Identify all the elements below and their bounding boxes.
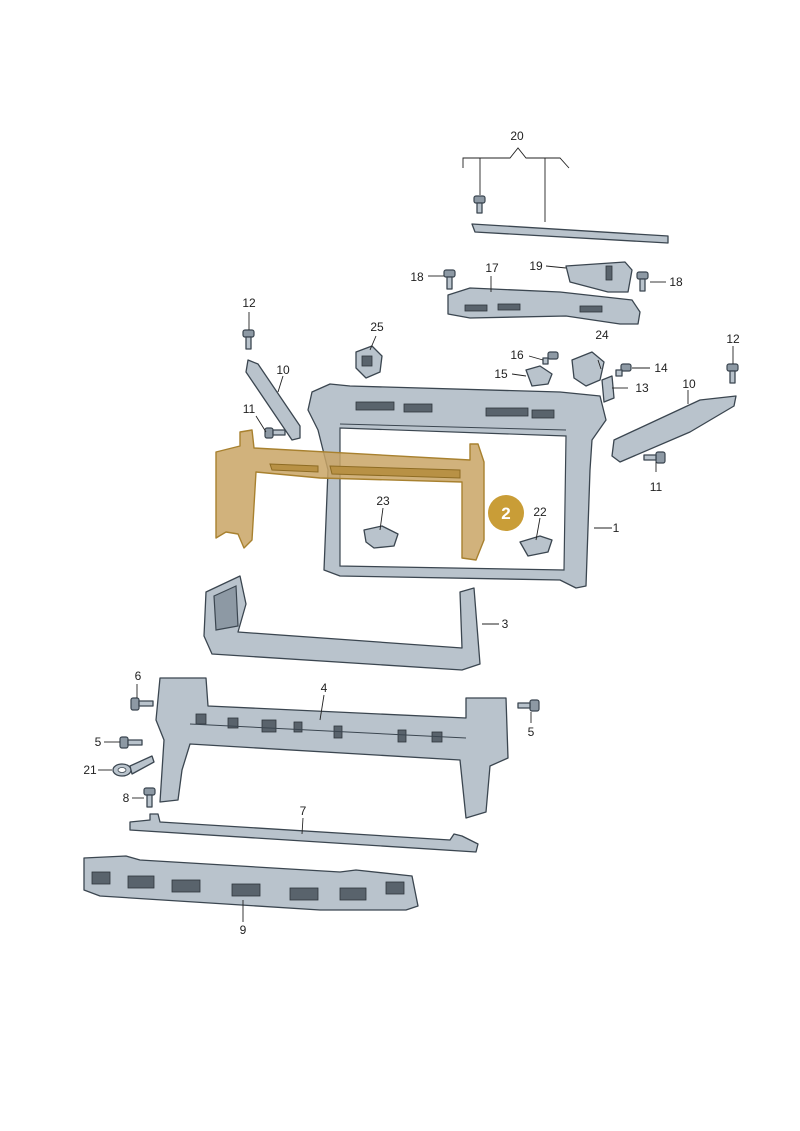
bolt-icon — [443, 269, 456, 290]
bolt-icon — [119, 736, 143, 749]
callout-25: 25 — [370, 320, 384, 334]
callout-9: 9 — [240, 923, 247, 937]
part-1-carrier-frame — [307, 383, 607, 589]
bolt-icon — [726, 363, 739, 384]
callout-14: 14 — [654, 361, 668, 375]
callout-23: 23 — [376, 494, 390, 508]
part-15-clip — [525, 365, 553, 387]
callout-10-left: 10 — [276, 363, 290, 377]
part-16-screw — [542, 351, 559, 365]
callout-1: 1 — [613, 521, 620, 535]
part-23-clip — [363, 525, 399, 549]
bolt-icon — [143, 787, 156, 808]
callout-3: 3 — [502, 617, 509, 631]
bolt-icon — [264, 427, 286, 439]
callout-21: 21 — [83, 763, 97, 777]
part-24-bracket — [571, 351, 605, 387]
bolt-icon — [242, 329, 255, 350]
callout-13: 13 — [635, 381, 649, 395]
bolt-icon — [130, 697, 154, 711]
callout-11-right: 11 — [650, 480, 663, 494]
part-7-strip — [129, 813, 479, 853]
part-25-clip — [355, 345, 383, 379]
part-17-upper-member — [447, 287, 641, 325]
callout-17: 17 — [485, 261, 499, 275]
part-20-strip — [462, 147, 669, 244]
bolt-icon — [643, 451, 666, 464]
callout-8: 8 — [123, 791, 130, 805]
callout-20: 20 — [510, 129, 524, 143]
callout-11-left: 11 — [243, 402, 256, 416]
callout-15: 15 — [494, 367, 508, 381]
callout-5-right: 5 — [528, 725, 535, 739]
callout-7: 7 — [300, 804, 307, 818]
callout-22: 22 — [533, 505, 547, 519]
part-21-tow-eye — [112, 755, 155, 777]
bolt-icon — [517, 699, 540, 712]
part-3-lower-frame — [203, 575, 481, 671]
callout-6: 6 — [135, 669, 142, 683]
badge-label: 2 — [501, 504, 510, 523]
part-19-bracket — [565, 261, 633, 293]
bolt-icon — [473, 195, 486, 214]
callout-18-left: 18 — [410, 270, 424, 284]
callout-10-right: 10 — [682, 377, 696, 391]
part-2-badge[interactable]: 2 — [488, 495, 524, 531]
part-4-bumper-beam — [155, 677, 509, 819]
part-2-highlighted-carrier — [215, 429, 485, 561]
callout-16: 16 — [510, 348, 524, 362]
part-9-absorber — [83, 855, 419, 911]
part-10-left-bracket — [245, 359, 301, 441]
part-14-screw — [615, 363, 632, 377]
callout-18-right: 18 — [669, 275, 683, 289]
callout-5-left: 5 — [95, 735, 102, 749]
callout-24: 24 — [595, 328, 609, 342]
callout-12-right: 12 — [726, 332, 740, 346]
part-13-clip — [601, 375, 615, 403]
callout-4: 4 — [321, 681, 328, 695]
leader-lines — [98, 265, 734, 922]
callout-19: 19 — [529, 259, 543, 273]
bolt-icon — [636, 271, 649, 292]
callout-12-left: 12 — [242, 296, 256, 310]
part-10-right-bracket — [611, 395, 737, 463]
callout-labels: 20 17 19 18 18 25 12 12 24 16 14 15 10 1… — [83, 129, 740, 937]
